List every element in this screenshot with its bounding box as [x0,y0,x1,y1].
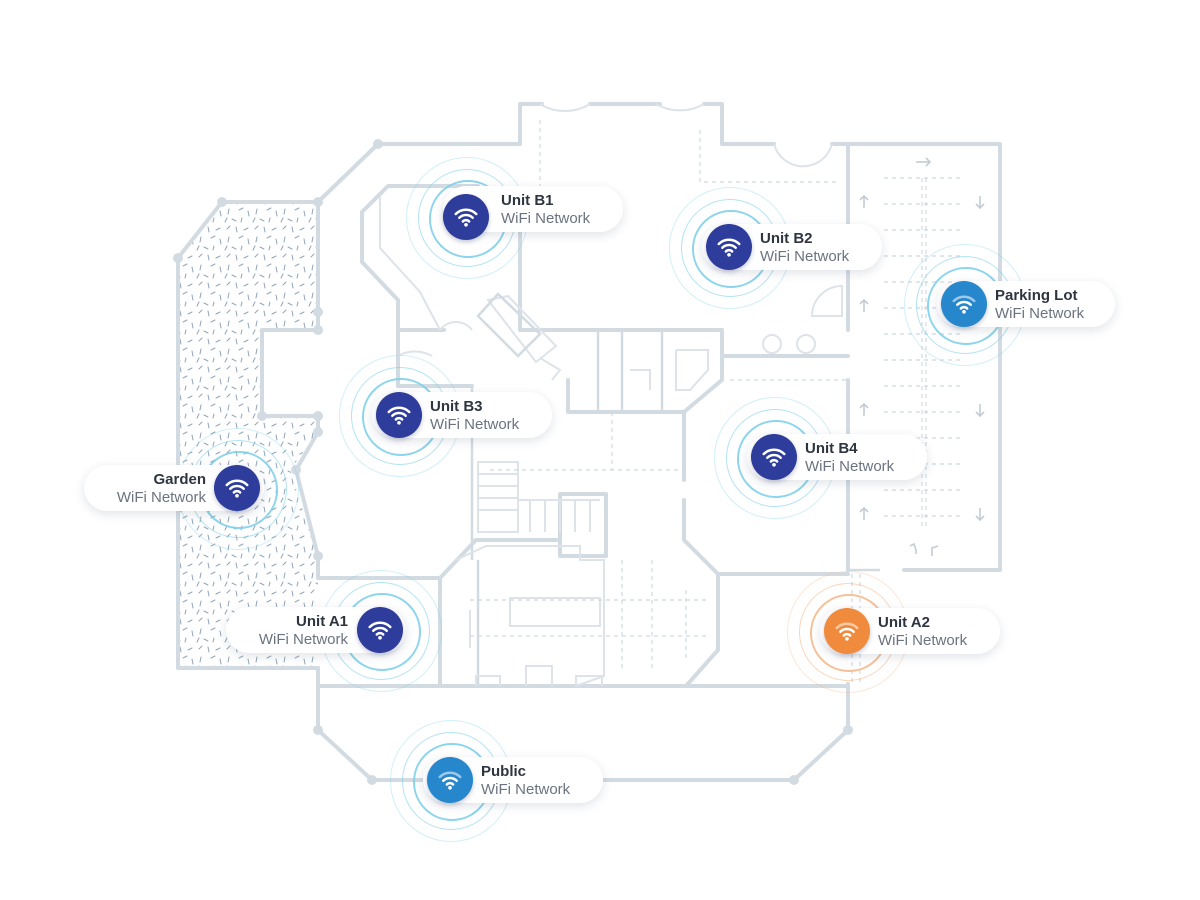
wifi-icon[interactable] [376,392,422,438]
stairs [477,461,600,533]
wifi-icon[interactable] [357,607,403,653]
wifi-icon[interactable] [443,194,489,240]
wifi-icon[interactable] [941,281,987,327]
ap-subtitle: WiFi Network [760,248,850,265]
ap-subtitle: WiFi Network [805,458,895,475]
ap-subtitle: WiFi Network [501,210,591,227]
wifi-icon[interactable] [214,465,260,511]
wifi-icon[interactable] [427,757,473,803]
ap-title: Unit A1 [296,613,348,630]
ap-subtitle: WiFi Network [116,489,206,506]
parking-lot-area [859,157,985,556]
wifi-icon[interactable] [751,434,797,480]
ap-subtitle: WiFi Network [430,416,520,433]
ap-subtitle: WiFi Network [258,631,348,648]
elevator-shaft [476,292,562,381]
ap-label-card[interactable]: Unit A2 WiFi Network [820,608,1000,654]
wifi-icon[interactable] [706,224,752,270]
ap-subtitle: WiFi Network [878,632,968,649]
ap-title: Unit A2 [878,614,930,631]
ap-title: Unit B2 [760,230,813,247]
ap-title: Unit B4 [805,440,858,457]
wifi-icon[interactable] [824,608,870,654]
ap-title: Unit B1 [501,192,554,209]
ap-title: Garden [153,471,206,488]
wall-nodes [173,139,853,785]
ap-title: Public [481,763,527,780]
ap-subtitle: WiFi Network [481,781,571,798]
ap-title: Parking Lot [995,287,1078,304]
ap-title: Unit B3 [430,398,483,415]
ap-subtitle: WiFi Network [995,305,1085,322]
garden-area [180,202,318,668]
